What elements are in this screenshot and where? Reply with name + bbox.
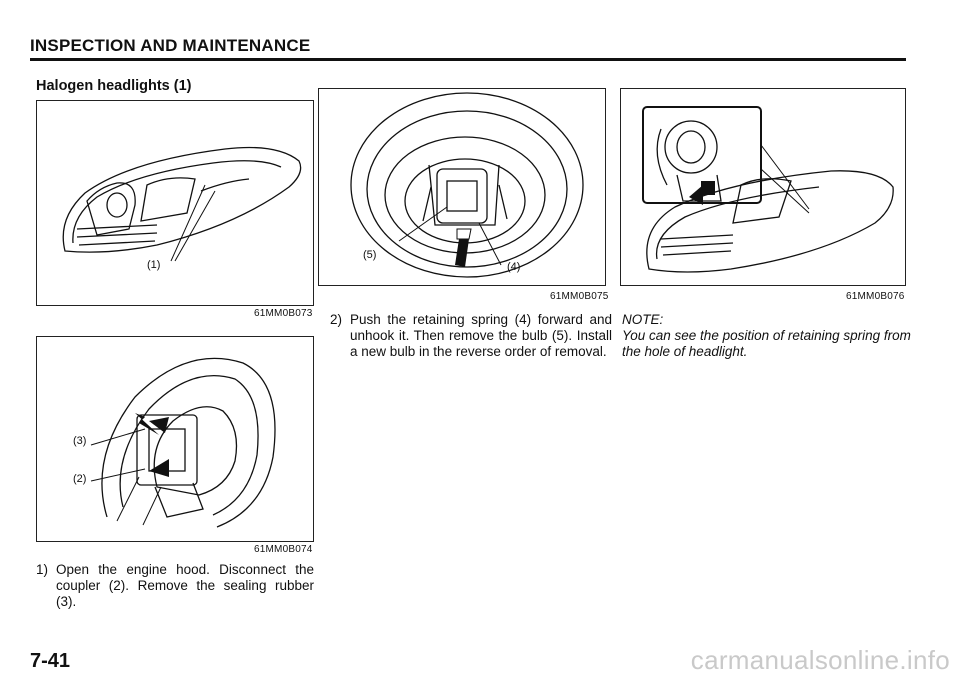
section-title: INSPECTION AND MAINTENANCE <box>30 36 311 55</box>
figure-bulb-removal: (5) (4) <box>318 88 606 286</box>
step-2: 2) Push the retaining spring (4) forward… <box>330 312 612 376</box>
figure-code: 61MM0B075 <box>550 291 609 302</box>
coupler-illustration <box>90 357 276 528</box>
step-number: 2) <box>330 312 343 327</box>
headlight-illustration <box>62 146 302 262</box>
note: NOTE: You can see the position of retain… <box>622 312 912 360</box>
step-1: 1) Open the engine hood. Disconnect the … <box>36 562 316 626</box>
page-number: 7-41 <box>30 650 71 672</box>
note-text: You can see the position of retaining sp… <box>622 328 911 359</box>
figure-spring-view <box>620 88 906 286</box>
note-label: NOTE: <box>622 312 664 327</box>
callout-4: (4) <box>507 261 521 273</box>
spring-view-illustration <box>642 106 894 273</box>
step-number: 1) <box>36 562 49 577</box>
bulb-illustration <box>350 92 584 278</box>
figure-headlight-overview: (1) <box>36 100 314 306</box>
watermark: carmanualsonline.info <box>690 645 950 675</box>
step-text: Open the engine hood. Disconnect the cou… <box>56 562 314 609</box>
figure-code: 61MM0B074 <box>254 544 313 555</box>
callout-1: (1) <box>147 259 161 271</box>
figure-code: 61MM0B073 <box>254 308 313 319</box>
callout-3: (3) <box>73 435 87 447</box>
step-text: Push the retaining spring (4) forward an… <box>350 312 612 359</box>
subheading: Halogen headlights (1) <box>36 78 192 94</box>
figure-coupler-removal: (3) (2) <box>36 336 314 542</box>
callout-2: (2) <box>73 473 87 485</box>
callout-5: (5) <box>363 249 377 261</box>
figure-code: 61MM0B076 <box>846 291 905 302</box>
header-rule <box>30 58 906 61</box>
